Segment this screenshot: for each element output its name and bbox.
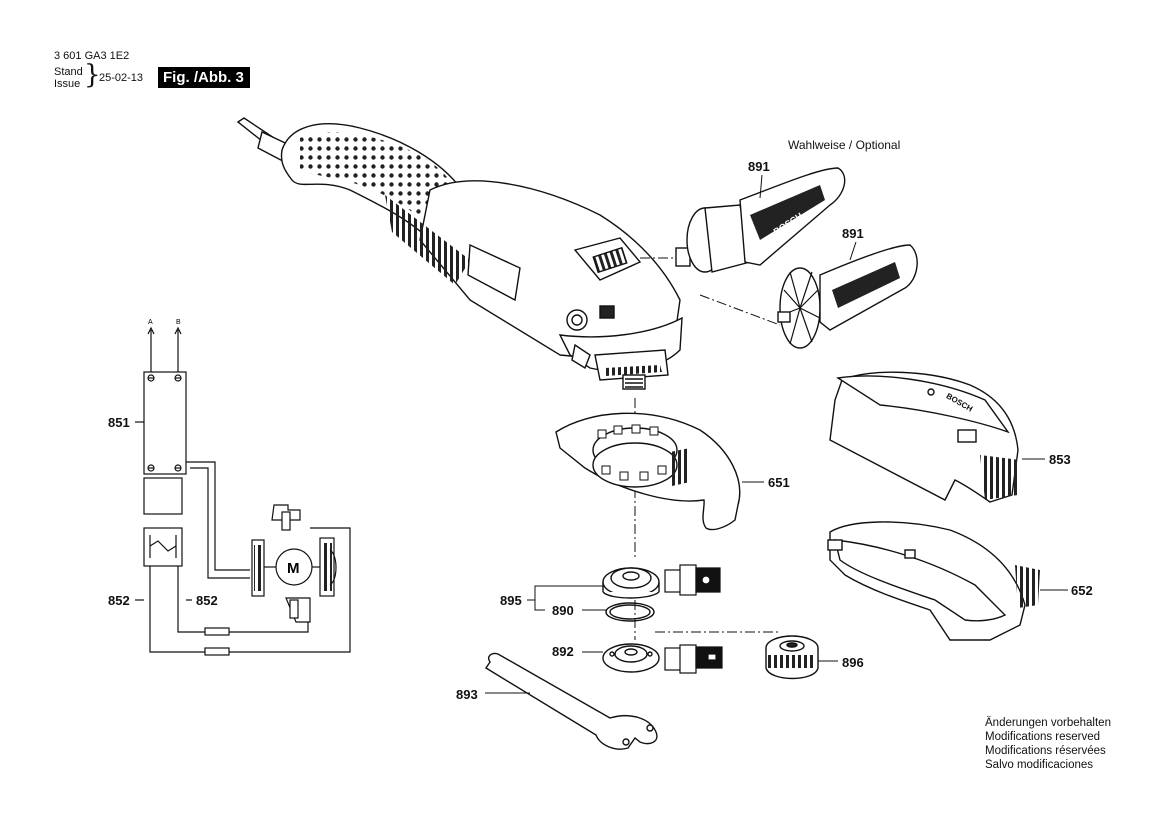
part-890: 890 [552,603,574,618]
grip-texture [300,132,462,235]
switch-851 [143,371,187,475]
side-handle-891-top: BOSCH [675,167,846,273]
part-895: 895 [500,593,522,608]
pin-spanner-893 [485,652,658,750]
guard-652 [827,521,1040,641]
o-ring-890 [605,602,655,622]
quick-clamping-nut-896 [765,635,819,680]
flange-895 [602,567,660,599]
part-893: 893 [456,687,478,702]
part-891-bottom: 891 [842,226,864,241]
note-es: Salvo modificaciones [985,759,1094,771]
optional-note: Wahlweise / Optional [788,138,901,152]
part-851: 851 [108,415,130,430]
stand-issue-label: Stand Issue [54,66,83,90]
part-652: 652 [1071,583,1093,598]
leader-lines [485,174,1068,694]
lock-button [599,305,615,319]
guard-651 [555,412,741,531]
side-handle-891-bottom: BOSCH [777,244,918,349]
resistor-2 [204,647,230,656]
terminal-a-label: A [148,319,153,326]
part-853: 853 [1049,452,1071,467]
issue-label: Issue [54,78,81,90]
document-id: 3 601 GA3 1E2 [54,50,130,62]
part-651: 651 [768,475,790,490]
guard-853: BOSCH [829,371,1020,503]
terminal-b-label: B [176,319,181,326]
brace-glyph: } [84,60,101,90]
figure-badge: Fig. /Abb. 3 [158,67,250,88]
circuit-diagram [135,326,351,656]
flange-detail-895 [664,564,721,596]
modification-notes: Änderungen vorbehalten Modifications res… [985,716,1111,772]
nut-detail-892 [664,644,723,674]
cooling-vents [385,195,470,285]
resistor-1 [204,627,230,636]
spindle-lock [592,246,628,274]
note-de: Änderungen vorbehalten [985,717,1111,729]
motor-label: M [287,560,300,577]
part-852-left: 852 [108,593,130,608]
stand-label: Stand [54,66,83,78]
part-896: 896 [842,655,864,670]
part-852-right: 852 [196,593,218,608]
issue-date: 25-02-13 [99,72,144,84]
clamping-nut-892 [602,643,660,673]
handle-thread [777,311,791,323]
note-fr: Modifications réservées [985,745,1106,757]
angle-grinder [236,117,683,390]
part-892: 892 [552,644,574,659]
part-891-top: 891 [748,159,770,174]
guard-lever [571,343,591,370]
note-en: Modifications reserved [985,731,1101,743]
